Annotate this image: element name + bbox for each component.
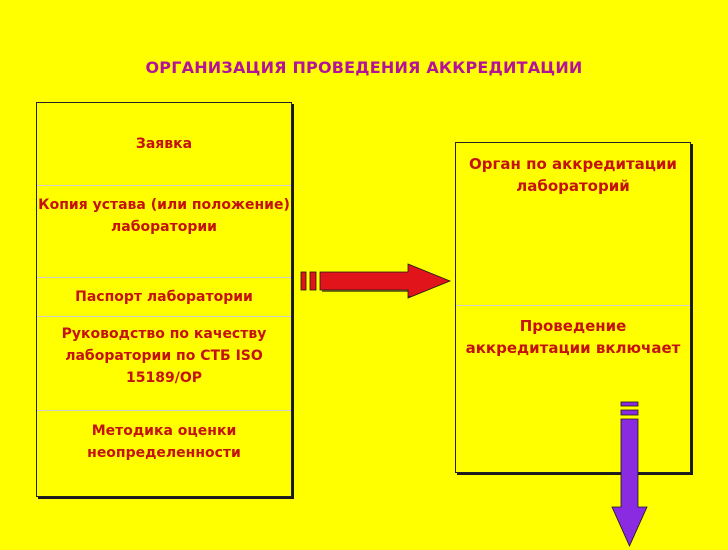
arrow-ticks xyxy=(620,401,639,416)
arrow-shape xyxy=(611,418,648,547)
documents-box: Заявка Копия устава (или положение) лабо… xyxy=(36,102,292,497)
document-charter-copy: Копия устава (или положение) лаборатории xyxy=(37,186,291,278)
accreditation-process: Проведение аккредитации включает xyxy=(465,317,681,357)
document-quality-manual: Руководство по качеству лаборатории по С… xyxy=(37,316,291,411)
accreditation-body-name: Орган по аккредитации лабораторий xyxy=(469,155,677,195)
box-divider xyxy=(456,305,690,306)
arrow-ticks xyxy=(300,271,317,291)
page-title: ОРГАНИЗАЦИЯ ПРОВЕДЕНИЯ АККРЕДИТАЦИИ xyxy=(145,58,583,77)
right-arrow xyxy=(300,263,452,299)
document-lab-passport: Паспорт лаборатории xyxy=(75,289,253,305)
down-arrow xyxy=(611,401,648,547)
document-uncertainty-method: Методика оценки неопределенности xyxy=(87,423,241,461)
document-application: Заявка xyxy=(37,103,291,186)
accreditation-body-box: Орган по аккредитации лабораторий Провед… xyxy=(455,142,691,473)
arrow-shape xyxy=(319,263,452,299)
